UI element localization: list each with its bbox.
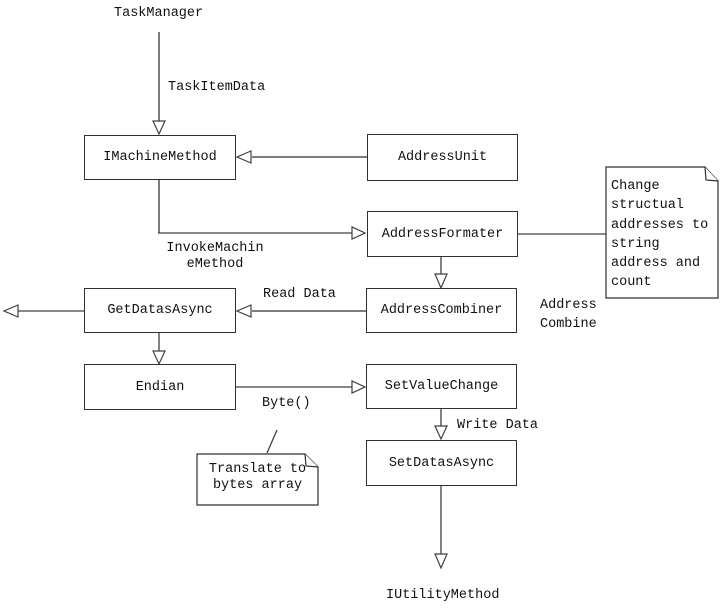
note-change-structual-text: Change structual addresses to string add… bbox=[611, 179, 709, 291]
label-taskmanager: TaskManager bbox=[114, 6, 204, 21]
note-translate-bytes-text: Translate to bytes array bbox=[208, 462, 307, 493]
arrowhead-into-getdatasasync-right bbox=[235, 304, 252, 318]
edge-label-taskitemdata: TaskItemData bbox=[168, 80, 266, 95]
arrowhead-into-setvaluechange-left bbox=[351, 380, 367, 394]
node-addressunit: AddressUnit bbox=[367, 134, 518, 181]
note-change-structual-fold-icon bbox=[704, 166, 719, 182]
edge-label-writedata: Write Data bbox=[457, 418, 539, 433]
note-change-structual-shape bbox=[605, 166, 719, 299]
edge-label-invokemachinemethod: InvokeMachin eMethod bbox=[166, 241, 264, 272]
node-addressformater: AddressFormater bbox=[367, 211, 518, 257]
node-setvaluechange: SetValueChange bbox=[366, 364, 517, 409]
arrowhead-into-addresscombiner-top bbox=[434, 273, 448, 290]
arrowhead-into-iutilitymethod bbox=[434, 553, 448, 570]
node-setdatasasync: SetDatasAsync bbox=[366, 440, 517, 486]
arrowhead-into-setdatasasync-top bbox=[434, 425, 448, 441]
node-getdatasasync: GetDatasAsync bbox=[84, 288, 236, 333]
arrowhead-into-imachinemethod-right bbox=[235, 150, 252, 164]
note-translate-bytes-shape bbox=[196, 453, 319, 506]
arrowhead-left-edge bbox=[2, 304, 19, 318]
edge-label-readdata: Read Data bbox=[263, 287, 336, 302]
arrowhead-into-addressformater-left bbox=[351, 226, 367, 240]
label-iutilitymethod: IUtilityMethod bbox=[386, 588, 500, 603]
node-endian: Endian bbox=[84, 364, 236, 410]
edge-label-byte: Byte() bbox=[262, 396, 311, 411]
node-imachinemethod: IMachineMethod bbox=[84, 135, 236, 180]
note-translate-bytes-connector bbox=[266, 429, 278, 454]
edge-label-addresscombine: Address Combine bbox=[540, 298, 597, 332]
node-addresscombiner: AddressCombiner bbox=[366, 288, 517, 333]
note-translate-bytes-fold-icon bbox=[304, 453, 319, 468]
arrowhead-into-endian-top bbox=[152, 350, 166, 366]
arrowhead-into-imachinemethod-top bbox=[152, 120, 166, 136]
